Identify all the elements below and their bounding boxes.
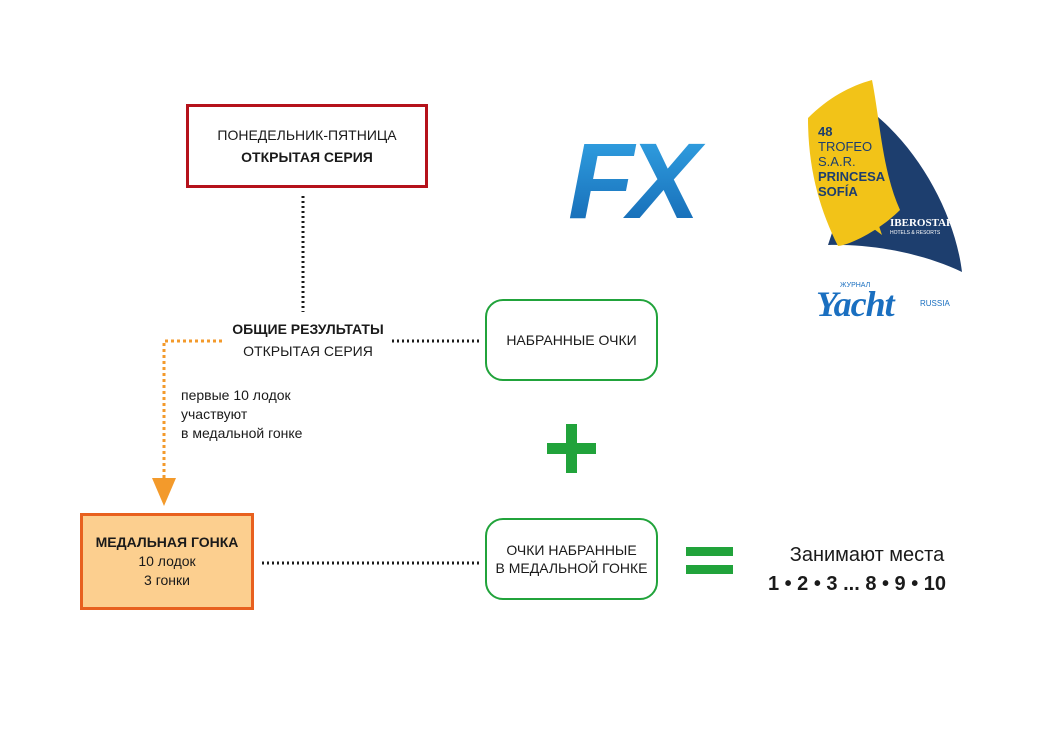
trofeo-line2: S.A.R. [818, 154, 856, 169]
yacht-suffix: RUSSIA [920, 299, 950, 308]
connector-results-to-medal [162, 339, 222, 478]
trofeo-sponsor-sub: HOTELS & RESORTS [890, 230, 941, 236]
medal-points-line1: ОЧКИ НАБРАННЫЕ [506, 542, 637, 558]
qualify-note: первые 10 лодок участвуют в медальной го… [181, 386, 302, 443]
places-list: 1 • 2 • 3 ... 8 • 9 • 10 [767, 573, 947, 595]
medal-race-title: МЕДАЛЬНАЯ ГОНКА [95, 534, 239, 550]
arrow-head-orange [152, 478, 176, 506]
trofeo-line3: PRINCESA [818, 169, 886, 184]
trofeo-sponsor: IBEROSTAR [890, 217, 955, 229]
trofeo-logo: 48 TROFEO S.A.R. PRINCESA SOFÍA IBEROSTA… [808, 80, 962, 272]
open-series-line2: ОТКРЫТАЯ СЕРИЯ [241, 149, 373, 165]
overall-results-subtitle: ОТКРЫТАЯ СЕРИЯ [243, 343, 373, 359]
medal-race-boats: 10 лодок [138, 553, 196, 569]
yacht-prefix: ЖУРНАЛ [840, 282, 871, 289]
trofeo-edition: 48 [818, 124, 832, 139]
medal-points-line2: В МЕДАЛЬНОЙ ГОНКЕ [495, 560, 648, 576]
yacht-logo: ЖУРНАЛ Yacht RUSSIA [816, 282, 950, 324]
medal-race-box: МЕДАЛЬНАЯ ГОНКА 10 лодок 3 гонки [80, 513, 254, 610]
overall-results: ОБЩИЕ РЕЗУЛЬТАТЫ ОТКРЫТАЯ СЕРИЯ [218, 318, 398, 362]
places-title: Занимают места [789, 544, 945, 566]
yacht-name: Yacht [816, 284, 896, 324]
points-box-label: НАБРАННЫЕ ОЧКИ [506, 332, 637, 348]
plus-icon [547, 424, 596, 473]
trofeo-sail-yellow [808, 80, 900, 246]
star-icon [862, 212, 886, 235]
open-series-line1: ПОНЕДЕЛЬНИК-ПЯТНИЦА [217, 127, 397, 143]
medal-points-box: ОЧКИ НАБРАННЫЕ В МЕДАЛЬНОЙ ГОНКЕ [485, 518, 658, 600]
overall-results-title: ОБЩИЕ РЕЗУЛЬТАТЫ [232, 321, 384, 337]
qualify-note-line1: первые 10 лодок [181, 387, 291, 403]
open-series-box: ПОНЕДЕЛЬНИК-ПЯТНИЦА ОТКРЫТАЯ СЕРИЯ [186, 104, 428, 188]
qualify-note-line2: участвуют [181, 406, 248, 422]
points-box: НАБРАННЫЕ ОЧКИ [485, 299, 658, 381]
medal-race-races: 3 гонки [144, 572, 190, 588]
equals-icon [686, 547, 733, 574]
trofeo-line4: SOFÍA [818, 184, 858, 199]
trofeo-line1: TROFEO [818, 139, 872, 154]
fx-logo: FX [568, 120, 712, 241]
fx-logo-text: FX [568, 120, 706, 241]
qualify-note-line3: в медальной гонке [181, 425, 303, 441]
